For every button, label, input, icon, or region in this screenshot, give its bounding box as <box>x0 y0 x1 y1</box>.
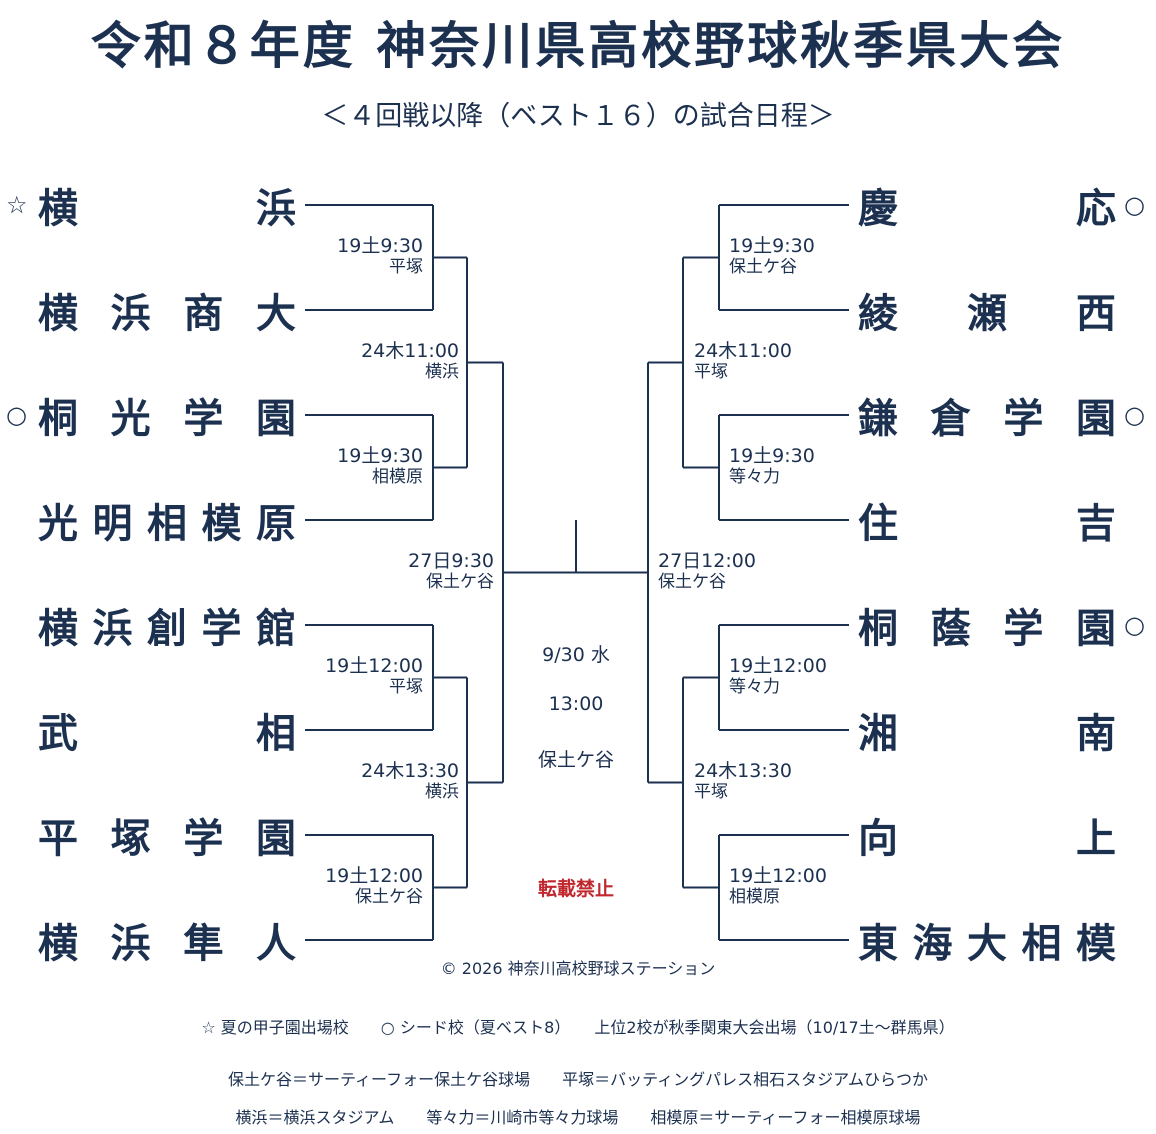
team-right-7: 向上 <box>858 807 1116 863</box>
copyright: © 2026 神奈川高校野球ステーション <box>440 959 716 978</box>
seed-circle-icon: ○ <box>6 401 27 429</box>
match-time: 19土12:00 <box>729 864 827 887</box>
team-name: 横浜創学館 <box>38 606 296 652</box>
team-right-4: 住吉 <box>858 492 1116 548</box>
page-subtitle: ＜４回戦以降（ベスト１６）の試合日程＞ <box>321 101 835 132</box>
seed-circle-icon: ○ <box>1124 401 1145 429</box>
match-time: 27日9:30 <box>408 549 494 572</box>
match-venue: 保土ケ谷 <box>729 256 797 277</box>
match-time: 19土9:30 <box>337 444 423 467</box>
match-venue: 保土ケ谷 <box>426 571 494 592</box>
final-date: 9/30 水 <box>542 644 610 666</box>
match-venue: 平塚 <box>389 256 423 277</box>
team-right-2: 綾瀬西 <box>858 282 1116 338</box>
team-right-1: 慶応 <box>858 177 1116 233</box>
team-name: 光明相模原 <box>38 501 296 547</box>
match-venue: 平塚 <box>694 781 728 802</box>
team-right-3: 鎌倉学園 <box>858 387 1116 443</box>
team-left-5: 横浜創学館 <box>38 597 296 653</box>
match-time: 19土9:30 <box>337 234 423 257</box>
match-venue: 横浜 <box>425 781 459 802</box>
team-name: 向上 <box>858 816 1116 862</box>
team-name: 横浜商大 <box>38 291 296 337</box>
seed-circle-icon: ○ <box>1124 191 1145 219</box>
team-left-7: 平塚学園 <box>38 807 296 863</box>
match-time: 19土12:00 <box>325 654 423 677</box>
match-time: 24木11:00 <box>694 339 792 362</box>
match-time: 24木13:30 <box>694 759 792 782</box>
team-name: 東海大相模 <box>858 921 1116 967</box>
team-right-8: 東海大相模 <box>858 912 1116 968</box>
team-name: 平塚学園 <box>38 816 296 862</box>
team-name: 鎌倉学園 <box>858 396 1116 442</box>
match-time: 24木13:30 <box>361 759 459 782</box>
final-time: 13:00 <box>548 693 604 715</box>
match-time: 19土12:00 <box>325 864 423 887</box>
team-left-6: 武相 <box>38 702 296 758</box>
team-name: 桐光学園 <box>38 396 296 442</box>
match-time: 19土9:30 <box>729 444 815 467</box>
match-time: 27日12:00 <box>658 549 756 572</box>
match-venue: 平塚 <box>389 676 423 697</box>
team-left-8: 横浜隼人 <box>38 912 296 968</box>
match-venue: 横浜 <box>425 361 459 382</box>
team-left-1: 横浜 <box>38 177 296 233</box>
match-time: 24木11:00 <box>361 339 459 362</box>
team-name: 湘南 <box>858 711 1116 757</box>
match-time: 19土9:30 <box>729 234 815 257</box>
reprint-prohibited-notice: 転載禁止 <box>537 878 614 900</box>
team-name: 武相 <box>38 711 296 757</box>
team-name: 綾瀬西 <box>858 291 1116 337</box>
team-name: 慶応 <box>858 186 1116 232</box>
team-left-2: 横浜商大 <box>38 282 296 338</box>
match-venue: 相模原 <box>372 466 423 487</box>
match-venue: 平塚 <box>694 361 728 382</box>
match-venue: 保土ケ谷 <box>355 886 423 907</box>
team-name: 住吉 <box>858 501 1116 547</box>
page-title: 令和８年度 神奈川県高校野球秋季県大会 <box>90 17 1066 75</box>
legend-venues-2: 横浜＝横浜スタジアム 等々力＝川崎市等々力球場 相模原＝サーティーフォー相模原球… <box>235 1108 921 1127</box>
match-venue: 保土ケ谷 <box>658 571 726 592</box>
team-right-6: 湘南 <box>858 702 1116 758</box>
team-left-4: 光明相模原 <box>38 492 296 548</box>
final-venue: 保土ケ谷 <box>537 749 614 771</box>
match-venue: 等々力 <box>729 676 780 697</box>
legend-marks: ☆ 夏の甲子園出場校 ○ シード校（夏ベスト8） 上位2校が秋季関東大会出場（1… <box>201 1018 955 1037</box>
team-name: 桐蔭学園 <box>858 606 1116 652</box>
seed-circle-icon: ○ <box>1124 611 1145 639</box>
team-right-5: 桐蔭学園 <box>858 597 1116 653</box>
legend-venues-1: 保土ケ谷＝サーティーフォー保土ケ谷球場 平塚＝バッティングパレス相石スタジアムひ… <box>227 1070 928 1089</box>
team-name: 横浜 <box>38 186 296 232</box>
team-name: 横浜隼人 <box>38 921 296 967</box>
match-venue: 相模原 <box>729 886 780 907</box>
match-venue: 等々力 <box>729 466 780 487</box>
match-time: 19土12:00 <box>729 654 827 677</box>
star-mark-icon: ☆ <box>6 191 28 219</box>
team-left-3: 桐光学園 <box>38 387 296 443</box>
